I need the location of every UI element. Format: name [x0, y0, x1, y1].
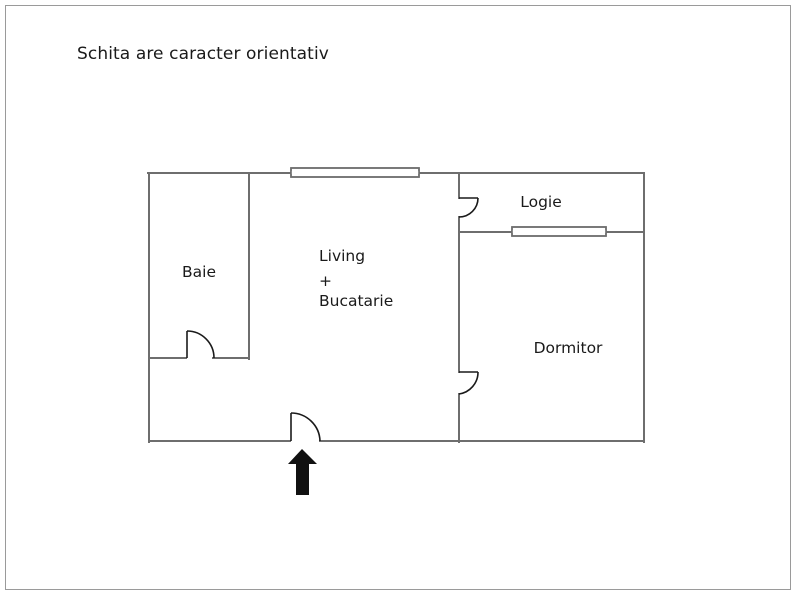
room-label-dormitor: Dormitor [534, 339, 603, 357]
floor-plan-drawing: Baie Living + Bucatarie Logie Dormitor [147, 167, 645, 495]
walls-group [147, 172, 645, 443]
page-title: Schita are caracter orientativ [77, 44, 329, 64]
room-label-baie: Baie [182, 263, 216, 281]
room-label-logie: Logie [520, 193, 562, 211]
window-logie [511, 226, 607, 237]
window-living-top [290, 167, 420, 178]
door-entrance [290, 412, 321, 442]
room-label-living-line3: Bucatarie [319, 292, 393, 310]
door-logie [458, 197, 479, 218]
room-label-living-line1: Living [319, 247, 365, 265]
entrance-arrow [288, 449, 317, 495]
page-frame: Schita are caracter orientativ [5, 5, 791, 590]
door-dormitor [458, 371, 479, 395]
room-label-living-line2: + [319, 272, 332, 290]
door-baie [186, 330, 215, 359]
